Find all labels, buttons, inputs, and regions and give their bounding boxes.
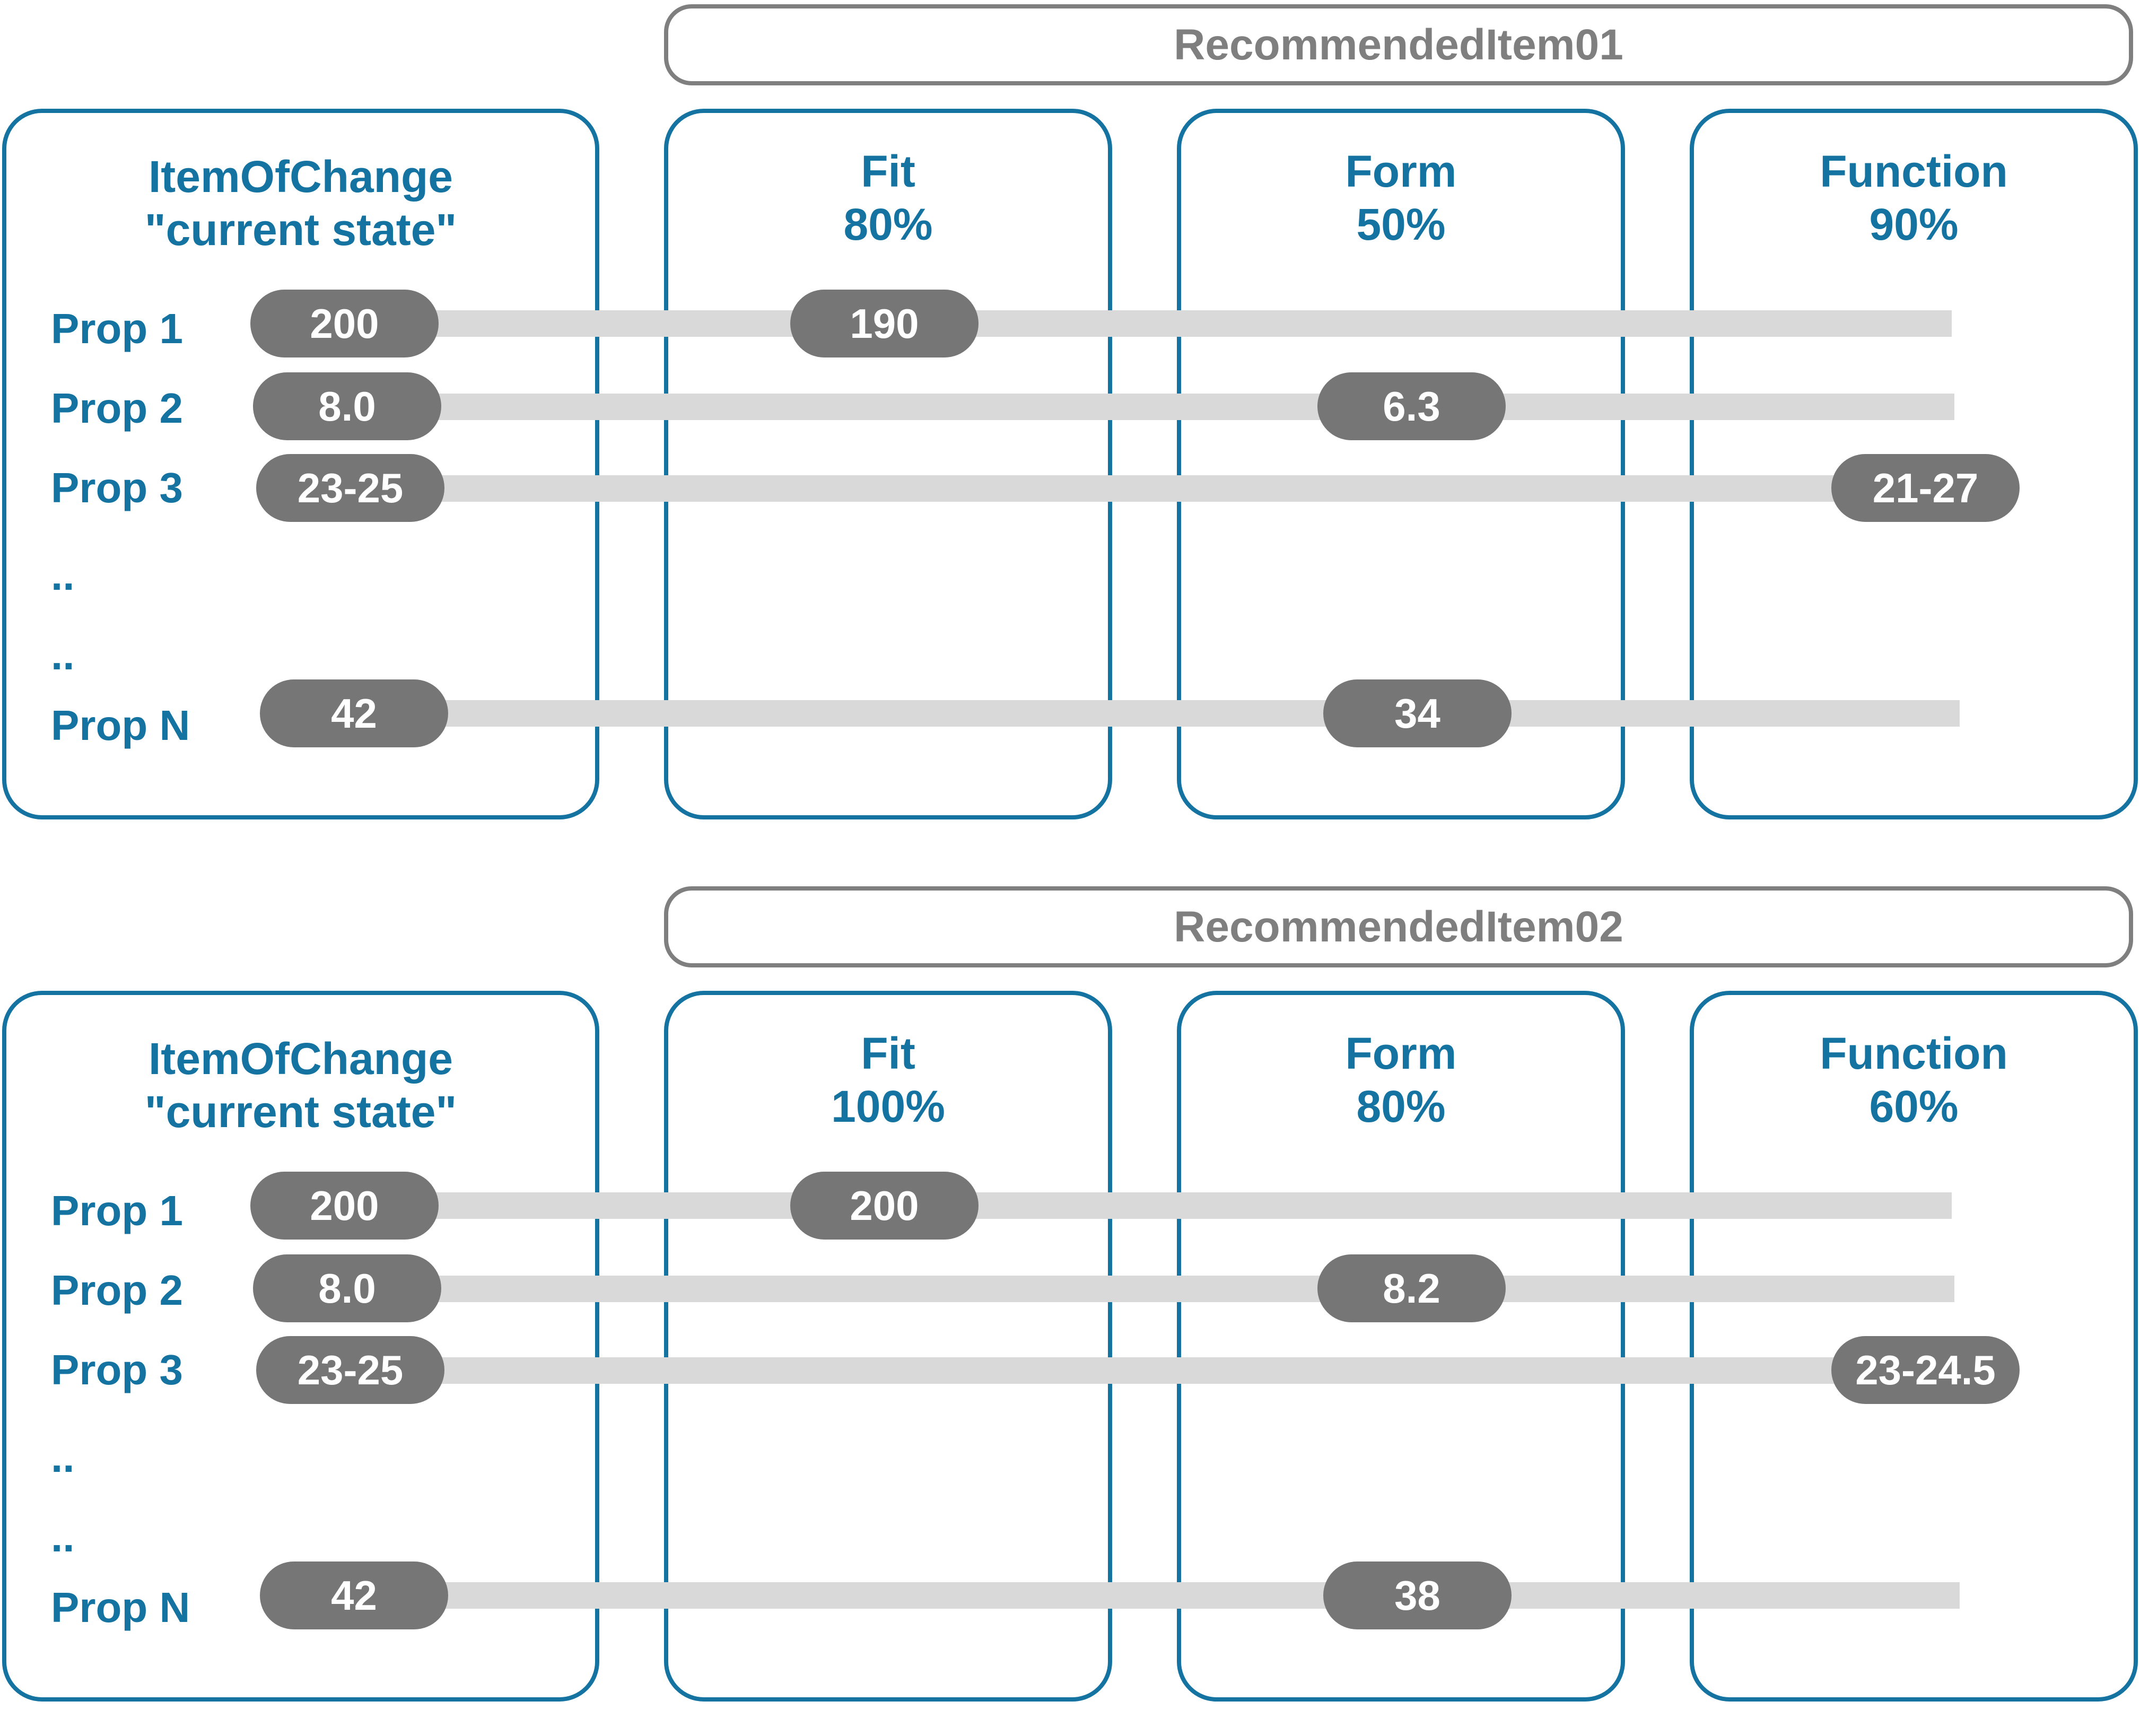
recommended-value-pill: 190 (790, 290, 979, 357)
current-value-pill: 42 (260, 1561, 448, 1629)
fit-title: Fit 80% (668, 145, 1108, 251)
recommended-item-header: RecommendedItem02 (664, 886, 2133, 967)
recommended-item-header: RecommendedItem01 (664, 4, 2133, 85)
current-value-pill: 42 (260, 679, 448, 747)
function-label: Function (1820, 1028, 2008, 1078)
current-state-title-line2: "current state" (144, 1087, 457, 1137)
prop-label: Prop 1 (51, 305, 183, 352)
prop-label: Prop 3 (51, 1346, 183, 1393)
current-value-pill: 200 (250, 1172, 439, 1240)
prop-label: Prop 1 (51, 1187, 183, 1234)
current-state-title-line1: ItemOfChange (148, 152, 453, 202)
function-title: Function 90% (1694, 145, 2134, 251)
function-percent: 60% (1869, 1081, 1959, 1131)
prop-row-track (345, 1357, 1952, 1384)
prop-label: Prop N (51, 1584, 190, 1631)
recommended-value-pill: 21-27 (1831, 454, 2020, 522)
recommended-value-pill: 34 (1323, 679, 1512, 747)
prop-row-track (345, 394, 1954, 420)
prop-label: Prop 3 (51, 464, 183, 511)
recommended-value-pill: 200 (790, 1172, 979, 1240)
prop-row-track (345, 475, 1952, 502)
current-state-title-line1: ItemOfChange (148, 1034, 453, 1084)
recommended-value-pill: 38 (1323, 1561, 1512, 1629)
recommended-value-pill: 6.3 (1317, 372, 1506, 440)
fit-percent: 100% (831, 1081, 945, 1131)
form-title: Form 80% (1181, 1027, 1621, 1133)
prop-label: Prop N (51, 702, 190, 749)
prop-row-track (350, 700, 1960, 727)
ellipsis-row-label: .. (51, 1513, 75, 1560)
prop-row-track (350, 1582, 1960, 1609)
form-title: Form 50% (1181, 145, 1621, 251)
form-label: Form (1345, 146, 1457, 196)
current-value-pill: 8.0 (253, 372, 441, 440)
prop-row-track (345, 1276, 1954, 1302)
fit-label: Fit (861, 146, 915, 196)
current-value-pill: 200 (250, 290, 439, 357)
fit-title: Fit 100% (668, 1027, 1108, 1133)
function-title: Function 60% (1694, 1027, 2134, 1133)
form-percent: 80% (1356, 1081, 1446, 1131)
fit-label: Fit (861, 1028, 915, 1078)
function-label: Function (1820, 146, 2008, 196)
fit-percent: 80% (843, 199, 933, 249)
current-state-title-line2: "current state" (144, 205, 457, 255)
current-value-pill: 23-25 (256, 454, 444, 522)
form-label: Form (1345, 1028, 1457, 1078)
recommended-value-pill: 8.2 (1317, 1254, 1506, 1322)
recommended-item-section-2: RecommendedItem02 ItemOfChange "current … (0, 882, 2140, 1736)
ellipsis-row-label: .. (51, 1434, 75, 1481)
current-state-title: ItemOfChange "current state" (6, 1032, 595, 1138)
function-percent: 90% (1869, 199, 1959, 249)
current-value-pill: 8.0 (253, 1254, 441, 1322)
ellipsis-row-label: .. (51, 552, 75, 599)
current-value-pill: 23-25 (256, 1336, 444, 1404)
recommended-item-section-1: RecommendedItem01 ItemOfChange "current … (0, 0, 2140, 854)
ellipsis-row-label: .. (51, 631, 75, 678)
recommended-value-pill: 23-24.5 (1831, 1336, 2020, 1404)
prop-label: Prop 2 (51, 385, 183, 432)
current-state-title: ItemOfChange "current state" (6, 150, 595, 256)
form-percent: 50% (1356, 199, 1446, 249)
prop-row-track (345, 1192, 1952, 1219)
prop-label: Prop 2 (51, 1267, 183, 1314)
prop-row-track (345, 310, 1952, 337)
